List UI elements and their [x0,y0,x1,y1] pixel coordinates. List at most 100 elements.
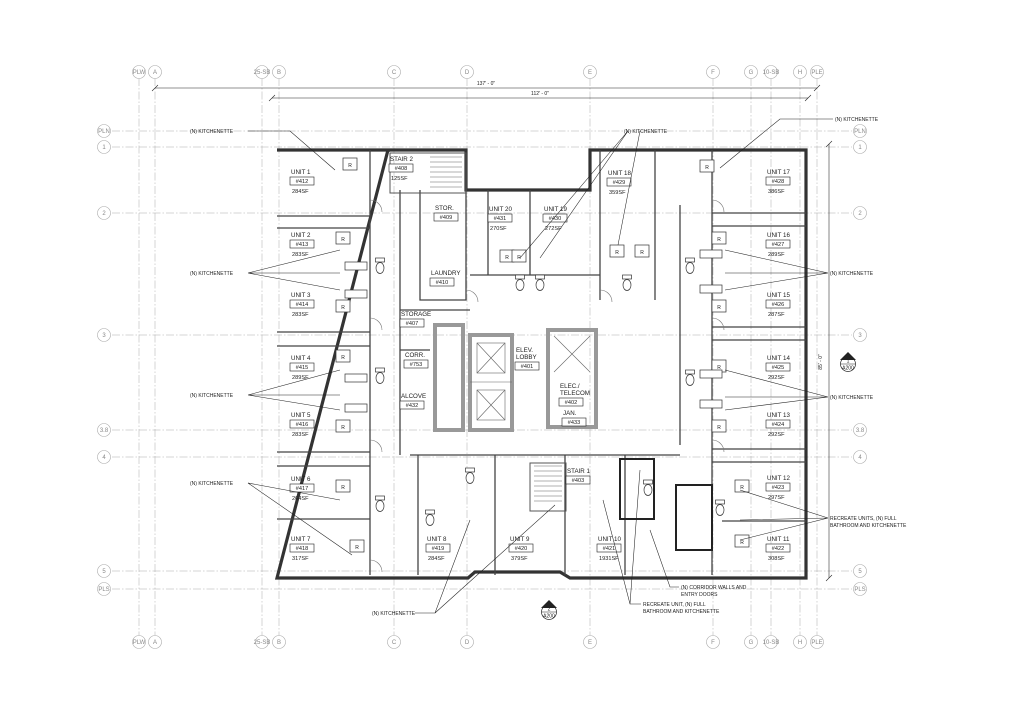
refrigerator-label: R [717,237,721,243]
grid-bubble-C [387,635,401,649]
room-name: UNIT 15 [767,292,790,299]
room-area: 379SF [511,556,528,562]
counter-fixture [344,403,368,413]
grid-bubble-3.8 [97,423,111,437]
room-number: #410 [436,280,448,286]
room-name: UNIT 3 [291,292,311,299]
room-area: 386SF [768,189,785,195]
room-area: 283SF [292,252,309,258]
grid-bubble-25-SB [255,635,269,649]
room-number: #420 [515,546,527,552]
kitchenette-fixture [342,157,358,171]
grid-label-10-SB: 10-SB [763,70,780,76]
leader-line [649,529,679,588]
grid-label-3: 3 [102,333,106,339]
grid-bubble-H [793,635,807,649]
toilet-tank [375,495,385,501]
room-number: #409 [440,215,452,221]
grid-bubble-PLN [853,124,867,138]
grid-bubble-10-SB [764,635,778,649]
toilet-tank [685,257,695,263]
grid-label-5: 5 [858,569,862,575]
room-number: #401 [521,364,533,370]
grid-label-4: 4 [858,455,862,461]
kitchenette-fixture [335,299,351,313]
room-number-tag [289,419,315,429]
grid-bubble-4 [97,450,111,464]
refrigerator-label: R [341,425,345,431]
grid-label-H: H [798,70,802,76]
dimension-tick [268,94,276,102]
toilet-tank [375,367,385,373]
leader-line [724,369,829,411]
kitchenette-fixture [711,299,727,313]
grid-label-25-SB: 25-SB [254,640,271,646]
room-number: #414 [296,302,308,308]
toilet-tank [622,274,632,280]
note-recreate-unit-1: RECREATE UNIT, (N) FULL [643,602,706,608]
leader-line [247,482,353,556]
room-number: #402 [565,400,577,406]
south-unit-walls [410,454,680,575]
grid-label-2: 2 [858,211,862,217]
room-number-tag [429,277,455,287]
room-area: 264SF [292,496,309,502]
grid-label-A: A [153,640,157,646]
room-number-tag [425,543,451,553]
counter-fixture [344,289,368,299]
grid-label-E: E [588,640,592,646]
grid-bubble-5 [853,564,867,578]
toilet-icon [643,484,653,496]
room-name: ELEV.LOBBY [516,347,537,361]
toilet-tank [375,257,385,263]
note-corridor-1: (N) CORRIDOR WALLS AND [681,585,747,591]
unit-10-bath [619,458,655,520]
room-name: UNIT 7 [291,536,311,543]
grid-bubble-G [744,65,758,79]
note-kitchenette-5: (N) KITCHENETTE [624,129,668,135]
grid-bubble-4 [853,450,867,464]
room-area: 289SF [768,252,785,258]
kitchenette-fixture [335,419,351,433]
grid-label-PLN: PLN [854,129,866,135]
counter-fixture [699,399,723,409]
grid-lines: AABBCCDDEEFFGGHHPLWPLW25-SB25-SB10-SB10-… [97,65,867,649]
room-name: UNIT 19 [544,206,567,213]
refrigerator-label: R [348,163,352,169]
room-name: JAN. [563,410,577,417]
note-recreate-units-1: RECREATE UNITS, (N) FULL [830,516,897,522]
shaft-west [433,323,465,432]
room-number-tag [289,176,315,186]
section-mark-arrow [840,352,856,360]
storage-walls [400,309,470,351]
room-name: UNIT 4 [291,355,311,362]
grid-bubble-10-SB [764,65,778,79]
grid-label-3.8: 3.8 [856,428,865,434]
laundry-walls [419,190,467,301]
room-number-tag [765,543,791,553]
dimension-tick [151,84,159,92]
grid-bubble-PLS [853,582,867,596]
room-number: #753 [410,362,422,368]
kitchenette-fixture [609,244,625,258]
note-kitchenette-4: (N) KITCHENETTE [190,481,234,487]
grid-bubble-E [583,635,597,649]
grid-bubble-PLE [810,65,824,79]
room-number: #407 [406,321,418,327]
room-number-tag [289,299,315,309]
room-number-tag [765,362,791,372]
walls [274,148,808,580]
section-mark-arrow [541,600,557,608]
room-number-tag [433,212,459,222]
room-number-tag [289,362,315,372]
grid-label-C: C [392,70,397,76]
note-kitchenette-2: (N) KITCHENETTE [190,271,234,277]
grid-bubble-1 [853,140,867,154]
room-area: 284SF [292,189,309,195]
grid-label-4: 4 [102,455,106,461]
toilet-icon [715,504,725,516]
room-number-tag [558,397,584,407]
toilet-tank [535,274,545,280]
